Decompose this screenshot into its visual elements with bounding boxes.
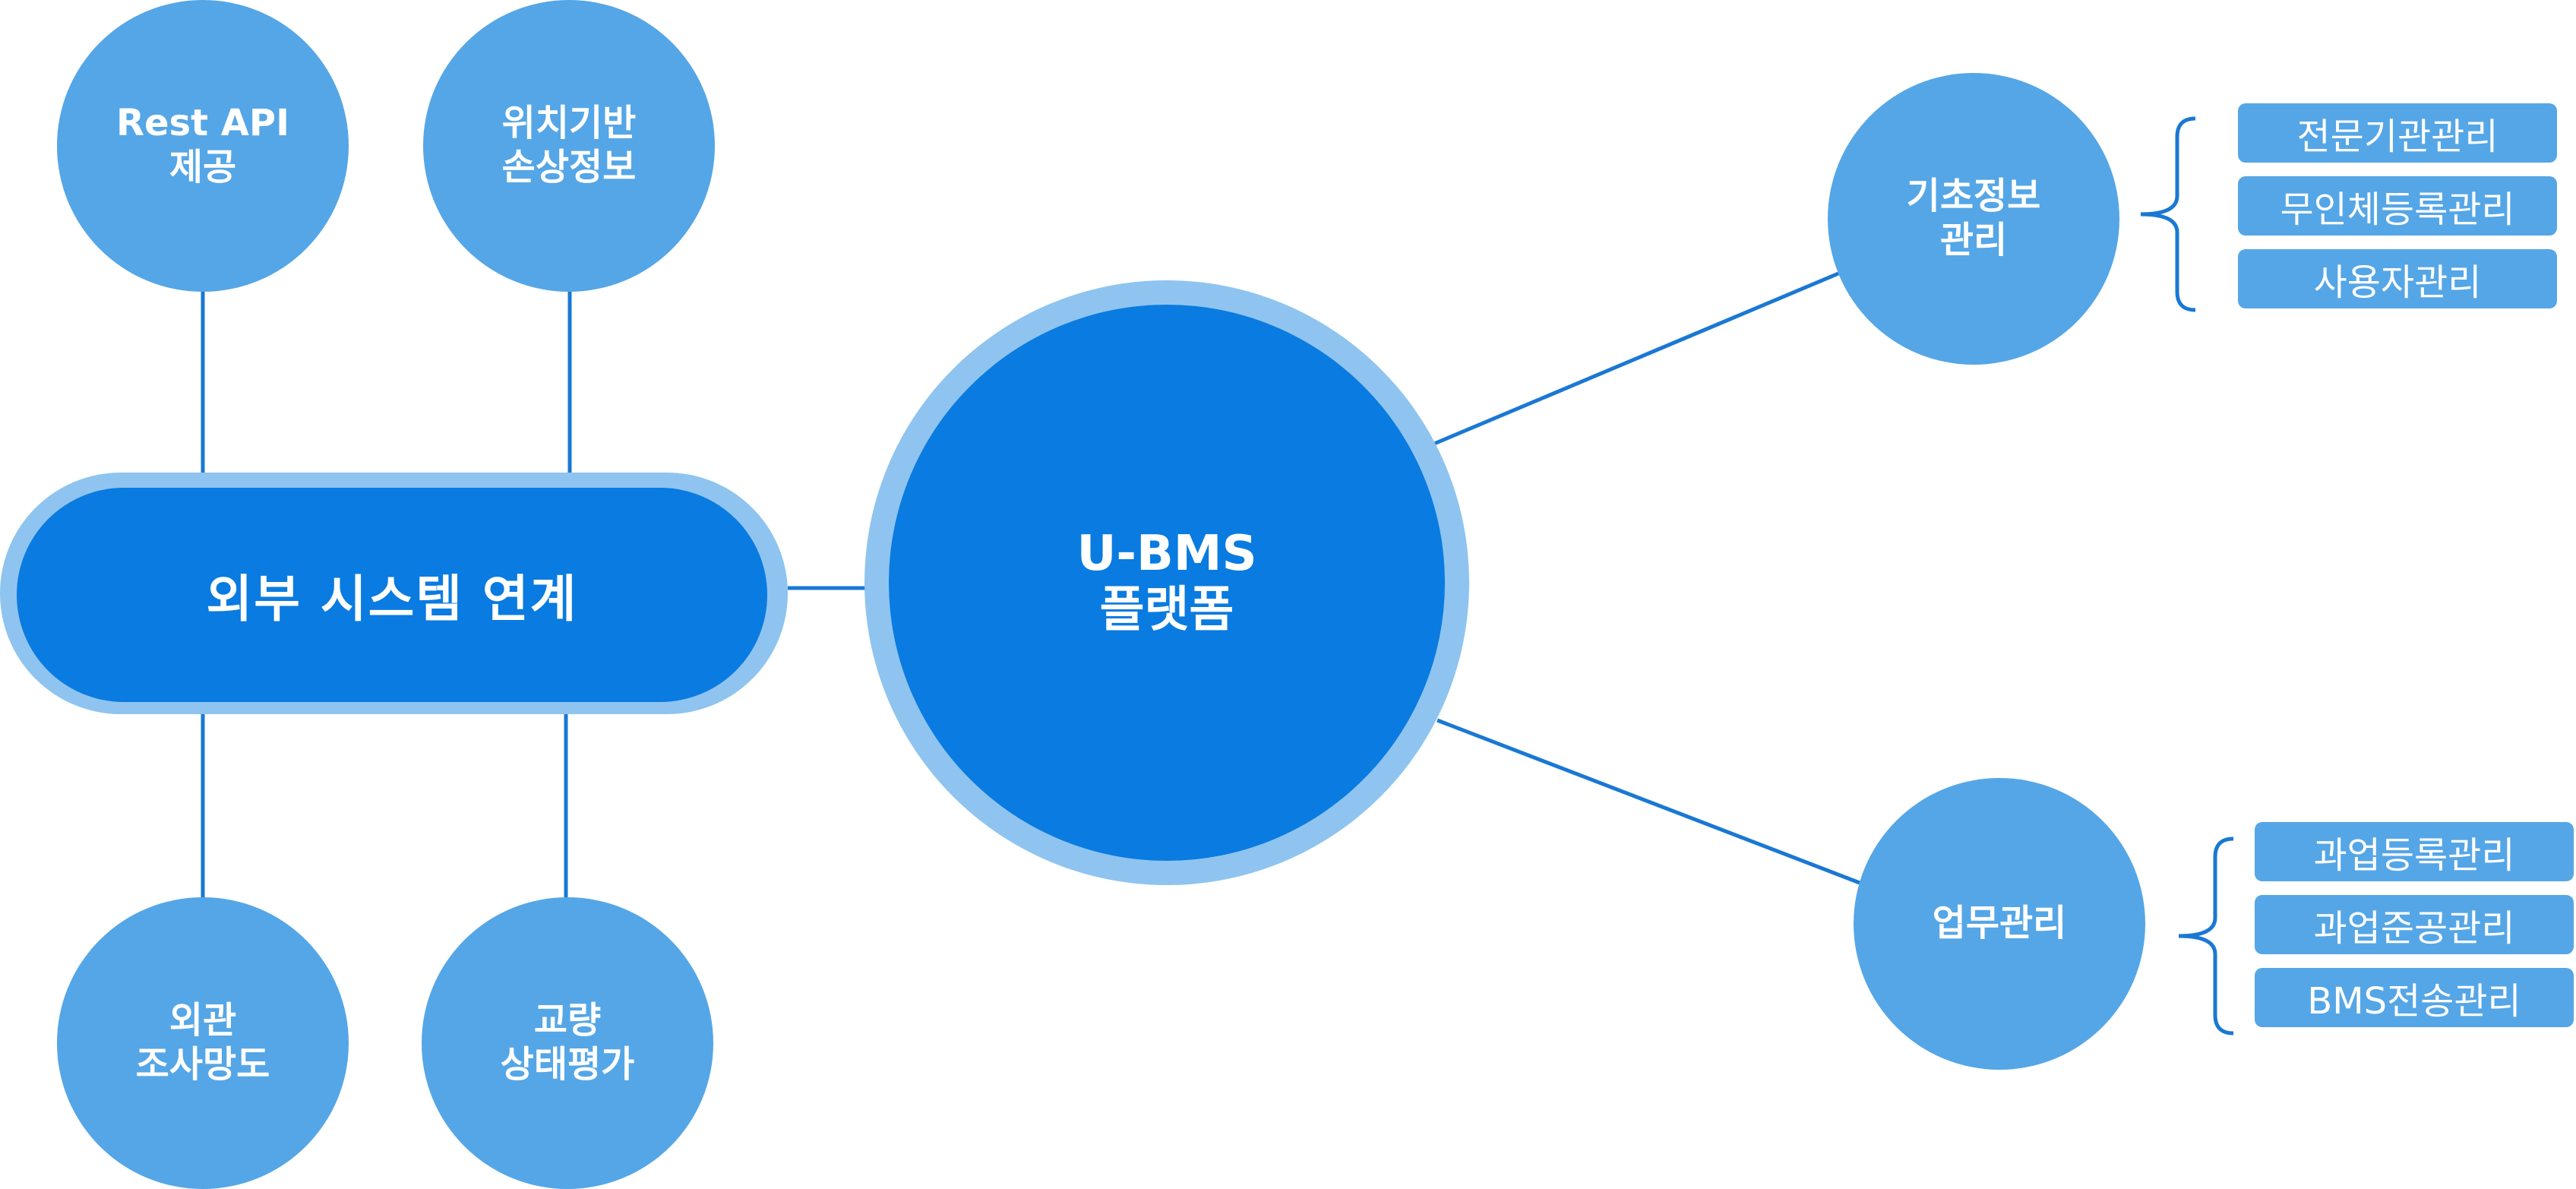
external-system-label: 외부 시스템 연계 xyxy=(206,570,578,628)
basic-info-item-label: 전문기관관리 xyxy=(2296,115,2499,158)
basic-info-item-label: 사용자관리 xyxy=(2313,261,2482,304)
node-bridge-eval-line1: 교량 xyxy=(533,999,602,1042)
basic-info-item: 무인체등록관리 xyxy=(2238,176,2557,236)
node-exterior-survey: 외관 조사망도 xyxy=(57,897,349,1189)
node-location-damage: 위치기반 손상정보 xyxy=(423,0,715,292)
node-basic-info: 기초정보 관리 xyxy=(1828,73,2119,365)
work-item-label: 과업준공관리 xyxy=(2313,907,2515,950)
node-bridge-eval-line2: 상태평가 xyxy=(500,1043,635,1086)
node-rest-api: Rest API 제공 xyxy=(57,0,349,292)
work-item-label: 과업등록관리 xyxy=(2313,834,2515,877)
node-basic-info-line1: 기초정보 xyxy=(1906,175,2041,218)
hub-line2: 플랫폼 xyxy=(1099,582,1234,638)
hub-node: U-BMS 플랫폼 xyxy=(889,305,1445,861)
node-work: 업무관리 xyxy=(1854,778,2145,1070)
node-rest-api-line1: Rest API xyxy=(116,102,289,145)
node-work-label: 업무관리 xyxy=(1932,902,2067,945)
node-basic-info-line2: 관리 xyxy=(1939,219,2008,261)
work-item: 과업등록관리 xyxy=(2255,822,2574,881)
node-bridge-eval: 교량 상태평가 xyxy=(422,897,713,1189)
basic-info-item-label: 무인체등록관리 xyxy=(2280,188,2515,231)
external-system-pill: 외부 시스템 연계 xyxy=(17,488,767,702)
bracket-basic-info xyxy=(2140,116,2196,312)
work-item: 과업준공관리 xyxy=(2255,895,2574,954)
node-exterior-survey-line2: 조사망도 xyxy=(135,1043,270,1086)
basic-info-item: 전문기관관리 xyxy=(2238,103,2557,163)
node-location-damage-line2: 손상정보 xyxy=(501,146,637,188)
node-rest-api-line2: 제공 xyxy=(169,146,237,188)
node-exterior-survey-line1: 외관 xyxy=(169,999,237,1042)
hub-line1: U-BMS xyxy=(1076,526,1257,583)
node-location-damage-line1: 위치기반 xyxy=(501,102,637,145)
work-item: BMS전송관리 xyxy=(2255,968,2574,1027)
connector-hub-work xyxy=(1437,718,1860,885)
basic-info-item: 사용자관리 xyxy=(2238,249,2557,308)
bracket-work xyxy=(2178,836,2234,1036)
work-item-label: BMS전송관리 xyxy=(2307,980,2521,1023)
connector-hub-basic-info xyxy=(1433,271,1839,446)
